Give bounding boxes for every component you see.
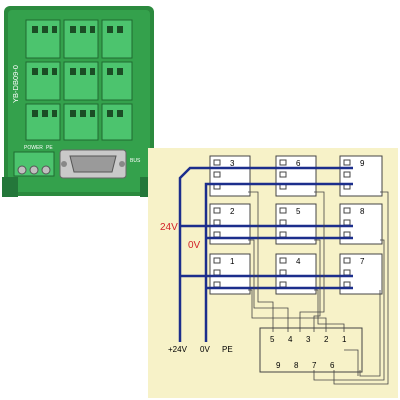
db9-pin-3: 3 <box>306 335 311 344</box>
db9-pin-1: 1 <box>342 335 347 344</box>
block-label-2: 2 <box>230 207 235 216</box>
block-label-4: 4 <box>296 257 301 266</box>
voltage-label-0v: 0V <box>188 240 201 251</box>
signal-wires <box>248 191 389 385</box>
db9-pin-4: 4 <box>288 335 293 344</box>
wiring-diagram: 3 6 9 2 5 8 1 4 7 <box>148 148 398 398</box>
db9-pin-6: 6 <box>330 361 335 370</box>
label-plus-24v: +24V <box>168 345 188 354</box>
block-label-9: 9 <box>360 159 365 168</box>
block-label-8: 8 <box>360 207 365 216</box>
db9-pin-9: 9 <box>276 361 281 370</box>
voltage-label-24v: 24V <box>160 222 178 233</box>
label-0v: 0V <box>200 345 210 354</box>
power-terminal <box>13 151 55 177</box>
db9-pin-5: 5 <box>270 335 275 344</box>
power-label: POWER <box>24 145 43 151</box>
terminal-block-row-bottom <box>25 103 133 141</box>
bus-wires <box>178 166 353 342</box>
terminal-block-9: 9 <box>339 155 383 197</box>
block-label-6: 6 <box>296 159 301 168</box>
db9-pin-block: 5 4 3 2 1 9 8 7 6 <box>259 327 363 373</box>
terminal-block-row-top <box>25 19 133 59</box>
housing-foot-left <box>2 177 18 197</box>
model-label: YB-DB09-0 <box>11 65 20 103</box>
db9-pin-8: 8 <box>294 361 299 370</box>
block-label-1: 1 <box>230 257 235 266</box>
terminal-board-photo: YB-DB09-0 POWER PE <box>2 6 156 197</box>
terminal-block-6: 6 <box>275 155 317 197</box>
pe-label: PE <box>46 145 53 151</box>
terminal-block-row-middle <box>25 61 133 101</box>
db9-pin-2: 2 <box>324 335 329 344</box>
block-label-5: 5 <box>296 207 301 216</box>
db9-connector <box>59 149 127 179</box>
bus-label: BUS <box>130 158 141 164</box>
db9-pin-7: 7 <box>312 361 317 370</box>
bus-24v-top <box>178 166 353 342</box>
block-label-7: 7 <box>360 257 365 266</box>
block-label-3: 3 <box>230 159 235 168</box>
bus-0v-top <box>204 182 353 342</box>
label-pe: PE <box>222 345 233 354</box>
terminal-block-3: 3 <box>209 155 251 197</box>
